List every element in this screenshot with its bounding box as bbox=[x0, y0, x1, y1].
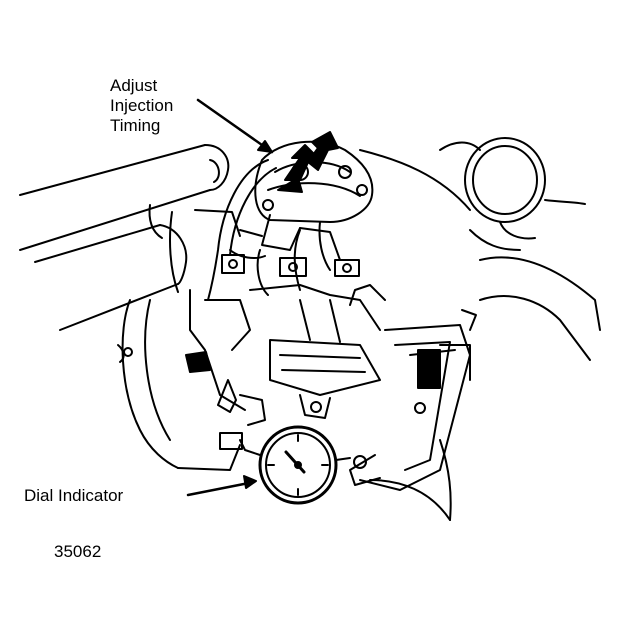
dial-indicator-gauge bbox=[219, 425, 351, 505]
injection-timing-callout: Adjust Injection Timing bbox=[110, 76, 173, 136]
upper-coolant-hose bbox=[19, 144, 230, 251]
timing-callout-leader bbox=[196, 98, 274, 154]
timing-fixture-bracket bbox=[349, 309, 477, 491]
air-intake-tube bbox=[359, 137, 586, 251]
dial-callout-leader bbox=[186, 475, 257, 497]
right-hose bbox=[369, 256, 601, 521]
injector-lines bbox=[207, 159, 331, 301]
pump-body bbox=[185, 254, 386, 426]
callout-line-2: Injection bbox=[110, 96, 174, 115]
callout-line-1: Adjust bbox=[110, 76, 158, 95]
rotation-arrow-icon bbox=[277, 131, 339, 193]
lower-coolant-hose bbox=[34, 224, 188, 331]
callout-line-3: Timing bbox=[110, 116, 161, 135]
engine-block bbox=[117, 204, 241, 471]
dial-indicator-callout: Dial Indicator bbox=[24, 486, 124, 505]
figure-number: 35062 bbox=[54, 542, 102, 561]
